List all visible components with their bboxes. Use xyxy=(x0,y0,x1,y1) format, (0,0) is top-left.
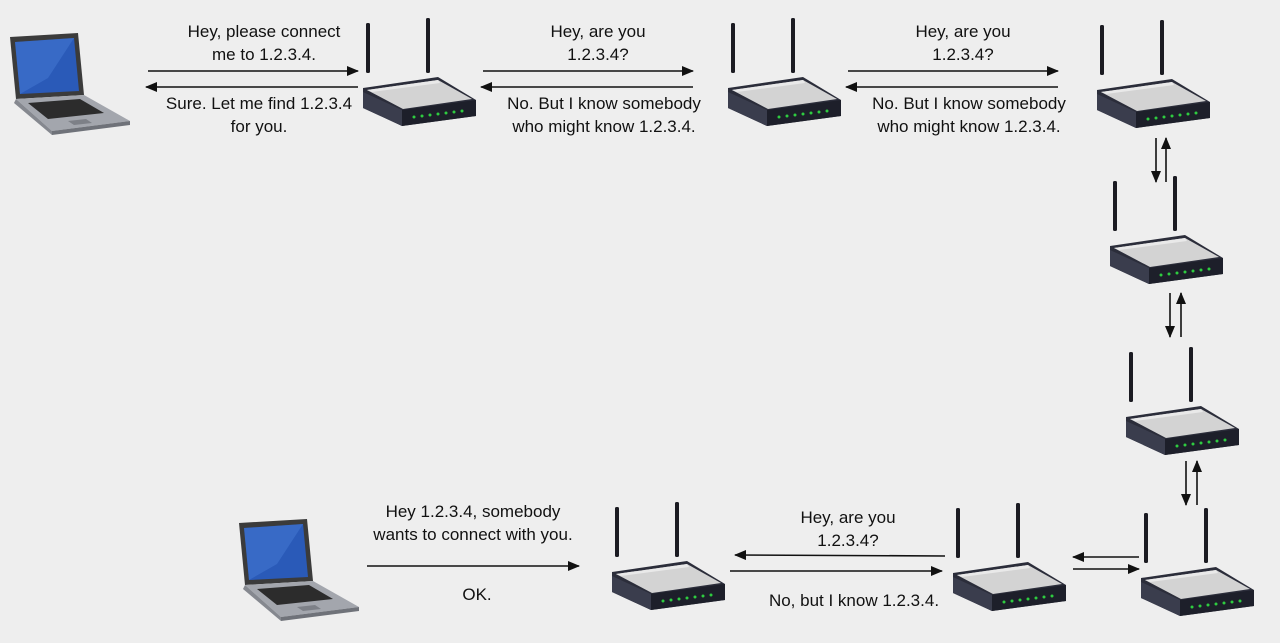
laptop-source-icon[interactable] xyxy=(10,33,130,135)
router-6-icon[interactable] xyxy=(1141,508,1254,616)
router-1-icon[interactable] xyxy=(363,18,476,126)
router-3-icon[interactable] xyxy=(1097,20,1210,128)
label-reply-1: No. But I know somebody who might know 1… xyxy=(507,94,701,136)
router-5-icon[interactable] xyxy=(1126,347,1239,455)
arrow-router-7-to-router-8 xyxy=(734,550,946,561)
label-reply-3: No, but I know 1.2.3.4. xyxy=(768,591,940,610)
label-query-2: Hey, are you 1.2.3.4? xyxy=(915,22,1011,64)
label-query-1: Hey, are you 1.2.3.4? xyxy=(550,22,646,64)
label-request-connect: Hey, please connect me to 1.2.3.4. xyxy=(187,22,341,64)
label-ack: OK. xyxy=(462,585,492,604)
router-7-icon[interactable] xyxy=(953,503,1066,611)
router-2-icon[interactable] xyxy=(728,18,841,126)
label-query-3: Hey, are you 1.2.3.4? xyxy=(800,508,896,550)
label-reply-find: Sure. Let me find 1.2.3.4 for you. xyxy=(165,94,353,136)
laptop-destination-icon[interactable] xyxy=(239,519,359,621)
router-8-icon[interactable] xyxy=(612,502,725,610)
label-notify: Hey 1.2.3.4, somebody wants to connect w… xyxy=(373,502,573,544)
label-reply-2: No. But I know somebody who might know 1… xyxy=(872,94,1066,136)
router-4-icon[interactable] xyxy=(1110,176,1223,284)
